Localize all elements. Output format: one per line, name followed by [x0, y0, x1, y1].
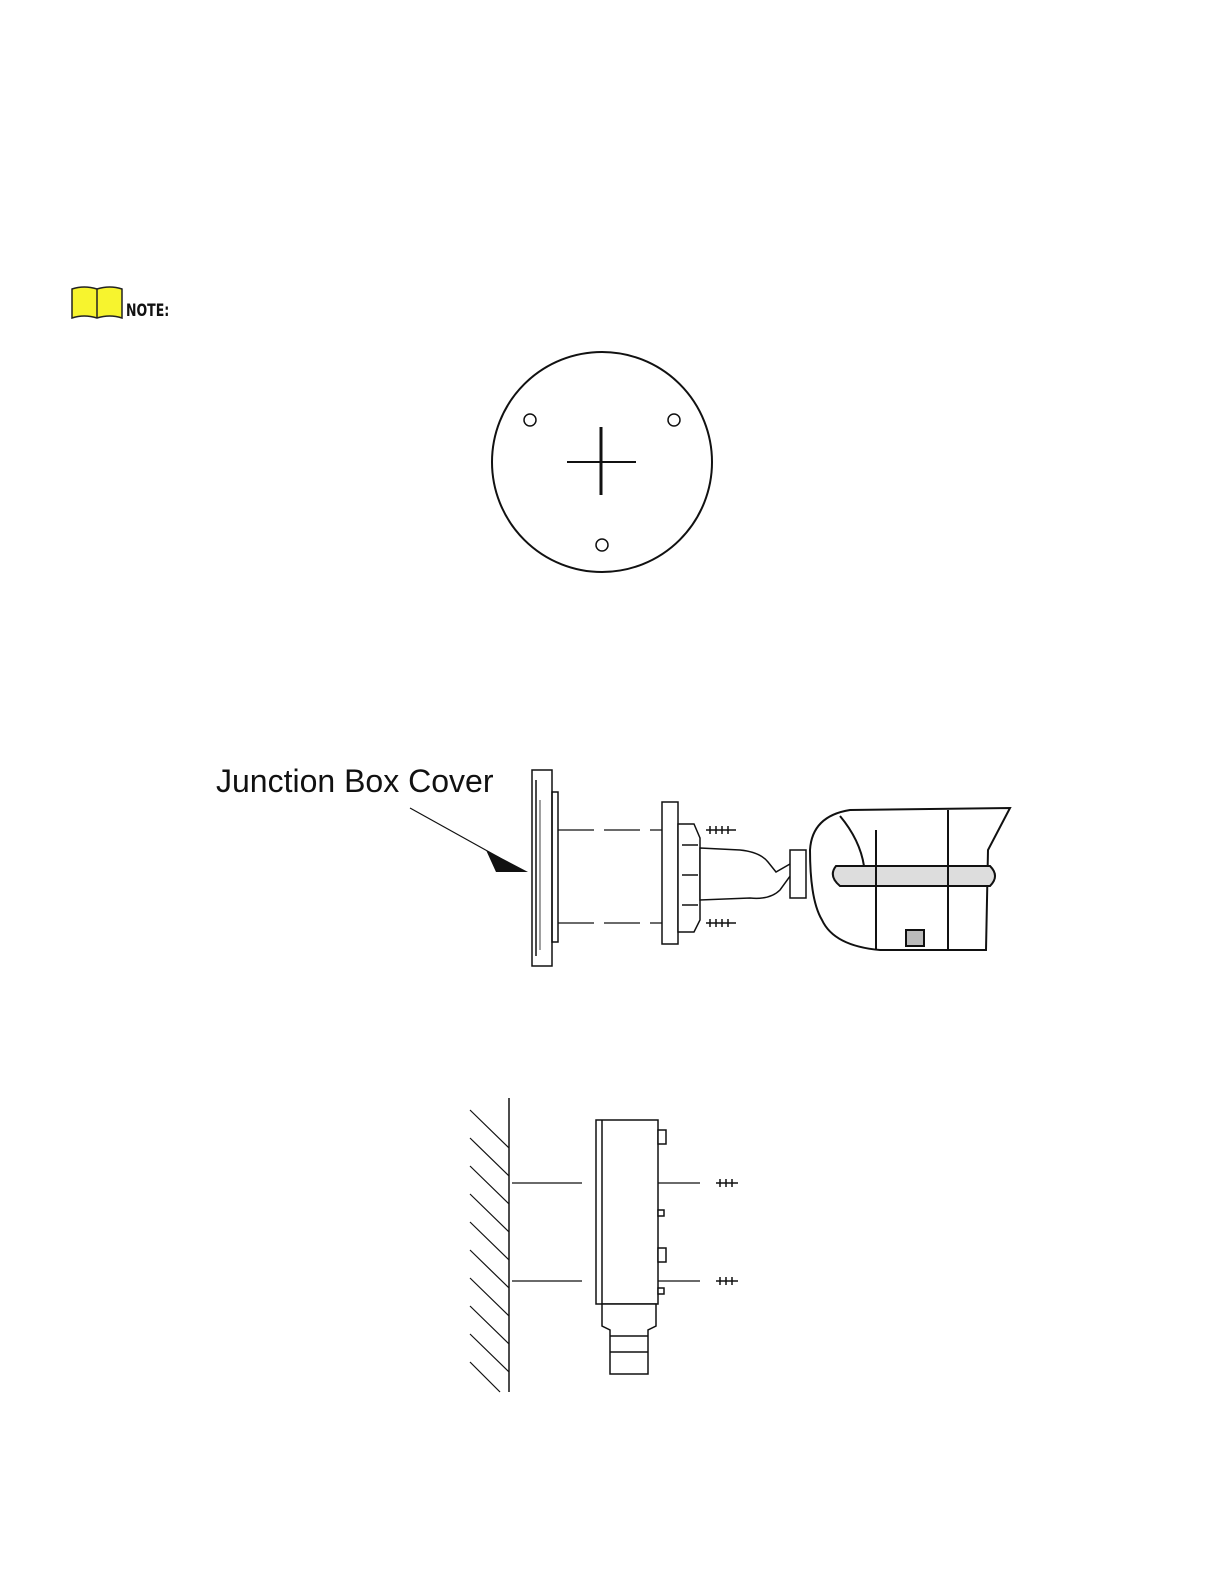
screw-top: [706, 826, 736, 834]
screw-hole-left: [524, 414, 536, 426]
note-book-icon: [70, 284, 124, 322]
screw-bottom: [706, 919, 736, 927]
mount-arm: [700, 848, 806, 900]
junction-box: [596, 1120, 666, 1374]
screw-hole-bottom: [596, 539, 608, 551]
note-header: NOTE:: [70, 282, 179, 322]
wall-screw-bottom: [716, 1277, 738, 1285]
screw-hole-right: [668, 414, 680, 426]
note-label: NOTE:: [126, 301, 169, 321]
drill-template-figure: [480, 340, 730, 590]
junction-box-cover: [532, 770, 558, 966]
wall-screw-top: [716, 1179, 738, 1187]
camera-body: [810, 808, 1010, 950]
junction-box-wall-figure: [460, 1090, 760, 1400]
mount-base: [662, 802, 700, 944]
wall-hatching: [470, 1110, 509, 1392]
junction-box-cover-callout: Junction Box Cover: [216, 763, 494, 799]
camera-mount-figure: Junction Box Cover: [200, 750, 1030, 980]
